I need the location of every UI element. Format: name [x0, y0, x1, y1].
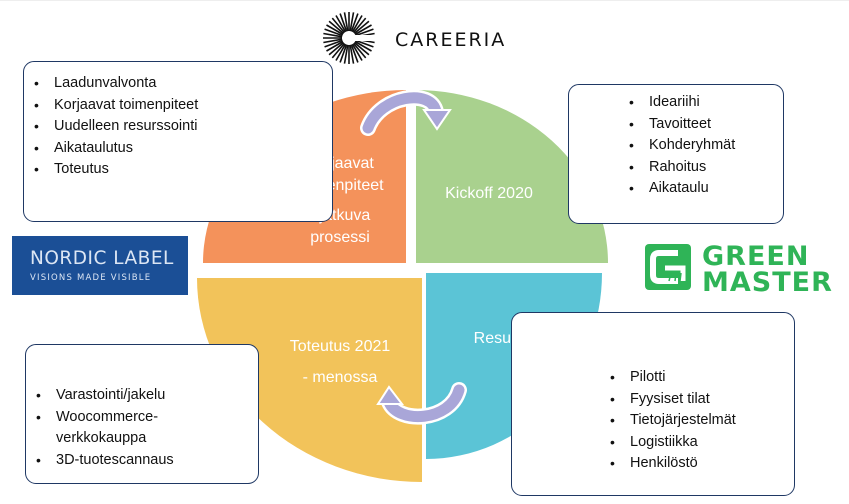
list-item: Ideariihi	[629, 92, 783, 114]
quadrant-label-bottom-left: Toteutus 2021 - menossa	[275, 336, 405, 389]
label-line: prosessi	[310, 229, 370, 246]
sunburst-ray	[355, 39, 374, 48]
list-item: 3D-tuotescannaus	[36, 450, 258, 472]
careeria-sunburst-icon	[323, 12, 377, 64]
sunburst-ray	[328, 20, 345, 35]
sunburst-ray	[350, 44, 359, 63]
sunburst-ray	[354, 24, 372, 36]
sunburst-ray	[351, 15, 363, 33]
list-item: Woocommerce-verkkokauppa	[36, 407, 196, 450]
sunburst-ray	[351, 43, 363, 61]
list-item: Uudelleen resurssointi	[34, 116, 332, 138]
sunburst-ray	[349, 44, 355, 64]
list-item: Varastointi/jakelu	[36, 385, 258, 407]
nordic-label-title: NORDIC LABEL	[30, 248, 174, 269]
bullet-list: Varastointi/jakelu Woocommerce-verkkokau…	[26, 385, 258, 471]
sunburst-ray	[324, 28, 343, 37]
bottom-cycle-arrow	[376, 382, 467, 425]
box-bottom-right: Pilotti Fyysiset tilat Tietojärjestelmät…	[511, 312, 795, 496]
sunburst-ray	[343, 12, 349, 32]
list-item: Kohderyhmät	[629, 135, 783, 157]
green-master-word-1: GREEN	[702, 241, 810, 272]
list-item: Tavoitteet	[629, 114, 783, 136]
sunburst-ray	[326, 24, 344, 36]
sunburst-gap	[355, 35, 377, 41]
list-item: Aikataulutus	[34, 138, 332, 160]
sunburst-ray	[335, 15, 347, 33]
sunburst-ray	[331, 17, 346, 34]
quadrant-label-top-right: Kickoff 2020	[445, 185, 533, 202]
sunburst-ray	[349, 12, 355, 32]
list-item: Tietojärjestelmät	[610, 410, 794, 432]
careeria-logo-text: CAREERIA	[395, 29, 507, 51]
sunburst-ray	[328, 41, 345, 56]
bullet-list: Laadunvalvonta Korjaavat toimenpiteet Uu…	[24, 73, 332, 181]
nordic-label-tagline: VISIONS MADE VISIBLE	[30, 273, 152, 283]
list-item: Aikataulu	[629, 178, 783, 200]
box-top-right: Ideariihi Tavoitteet Kohderyhmät Rahoitu…	[568, 84, 784, 224]
label-line: Toteutus 2021	[289, 338, 391, 355]
sunburst-ray	[323, 32, 343, 38]
label-line: - menossa	[302, 369, 378, 386]
list-item: Rahoitus	[629, 157, 783, 179]
top-cycle-arrow	[360, 89, 452, 136]
list-item: Logistiikka	[610, 432, 794, 454]
green-master-word-2: MASTER	[702, 267, 833, 298]
list-item: Fyysiset tilat	[610, 389, 794, 411]
bullet-list: Ideariihi Tavoitteet Kohderyhmät Rahoitu…	[569, 92, 783, 200]
sunburst-ray	[339, 13, 348, 32]
sunburst-ray	[335, 43, 347, 61]
sunburst-ray	[339, 44, 348, 63]
sunburst-ray	[323, 38, 343, 44]
box-top-left: Laadunvalvonta Korjaavat toimenpiteet Uu…	[23, 61, 333, 222]
quadrant-bottom-left	[197, 278, 422, 482]
sunburst-ray	[353, 41, 370, 56]
sunburst-ray	[331, 42, 346, 59]
nordic-label-logo: NORDIC LABEL VISIONS MADE VISIBLE	[12, 236, 188, 295]
sunburst-ray	[343, 44, 349, 64]
sunburst-ray	[355, 28, 374, 37]
sunburst-ray	[353, 20, 370, 35]
sunburst-ray	[324, 39, 343, 48]
list-item: Laadunvalvonta	[34, 73, 332, 95]
list-item: Korjaavat toimenpiteet	[34, 95, 332, 117]
sunburst-ray	[326, 40, 344, 52]
list-item: Toteutus	[34, 159, 332, 181]
sunburst-ray	[354, 40, 372, 52]
list-item: Pilotti	[610, 367, 794, 389]
green-master-logo-icon	[645, 244, 691, 290]
sunburst-ray	[352, 42, 367, 59]
sunburst-ray	[350, 13, 359, 32]
quadrant-top-right	[416, 90, 608, 263]
box-bottom-left: Varastointi/jakelu Woocommerce-verkkokau…	[25, 344, 259, 484]
sunburst-ray	[352, 17, 367, 34]
list-item: Henkilöstö	[610, 453, 794, 475]
bullet-list: Pilotti Fyysiset tilat Tietojärjestelmät…	[512, 367, 794, 475]
